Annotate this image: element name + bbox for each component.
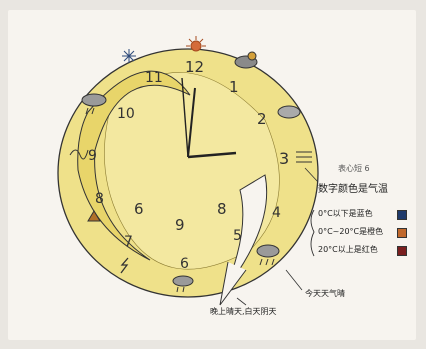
cloud-icon bbox=[234, 51, 258, 69]
rain-cloud-icon bbox=[172, 275, 194, 293]
rain-cloud-icon bbox=[256, 244, 280, 266]
legend-brace bbox=[310, 209, 315, 257]
pointer-tail bbox=[219, 261, 247, 306]
lightning-icon bbox=[120, 257, 129, 274]
numeral-8: 8 bbox=[95, 191, 104, 207]
legend-row-orange: 0°C~20°C是橙色 bbox=[318, 226, 383, 237]
inner-crescent bbox=[104, 72, 280, 270]
numeral-4: 4 bbox=[272, 205, 281, 221]
minute-hand bbox=[187, 87, 196, 158]
legend-swatch-red bbox=[397, 246, 407, 256]
legend-label: 0°C以下是蓝色 bbox=[318, 209, 373, 218]
legend-swatch-orange bbox=[397, 228, 407, 238]
crescent-outline bbox=[77, 70, 191, 261]
numeral-3: 3 bbox=[279, 149, 289, 168]
numeral-7: 7 bbox=[124, 234, 133, 250]
legend-label: 0°C~20°C是橙色 bbox=[318, 227, 384, 236]
annotation-title: 表心短 6 bbox=[338, 164, 370, 173]
leader-line-bottom bbox=[236, 297, 247, 306]
wind-icon bbox=[296, 151, 312, 163]
legend-swatch-blue bbox=[397, 210, 407, 220]
hour-hand bbox=[187, 151, 237, 159]
leader-line-digit bbox=[304, 167, 319, 183]
legend-row-red: 20°C以上是红色 bbox=[318, 244, 378, 255]
inner-numeral-6: 6 bbox=[134, 200, 144, 218]
numeral-6: 6 bbox=[180, 256, 189, 272]
numeral-12: 12 bbox=[185, 58, 204, 76]
inner-numeral-9: 9 bbox=[175, 216, 185, 234]
numeral-2: 2 bbox=[257, 110, 267, 128]
numeral-5: 5 bbox=[233, 228, 242, 244]
cloud-icon bbox=[277, 105, 301, 119]
snowflake-icon bbox=[122, 49, 136, 63]
leader-line-weather bbox=[285, 269, 303, 291]
hazard-icon bbox=[87, 210, 101, 222]
annotation-digit-color: 数字颜色是气温 bbox=[318, 184, 388, 195]
sun-icon bbox=[186, 36, 206, 52]
legend-row-blue: 0°C以下是蓝色 bbox=[318, 208, 373, 219]
numeral-11: 11 bbox=[145, 70, 163, 86]
numeral-10: 10 bbox=[117, 106, 135, 122]
legend-label: 20°C以上是红色 bbox=[318, 245, 378, 254]
squiggle-icon bbox=[69, 149, 89, 160]
rain-cloud-icon bbox=[81, 93, 107, 115]
inner-numeral-8: 8 bbox=[217, 200, 227, 218]
numeral-9: 9 bbox=[88, 148, 97, 164]
second-hand bbox=[181, 77, 189, 158]
annotation-bottom: 晚上晴天,白天阴天 bbox=[210, 307, 277, 316]
annotation-weather: 今天天气晴 bbox=[305, 289, 345, 298]
numeral-1: 1 bbox=[229, 78, 239, 96]
